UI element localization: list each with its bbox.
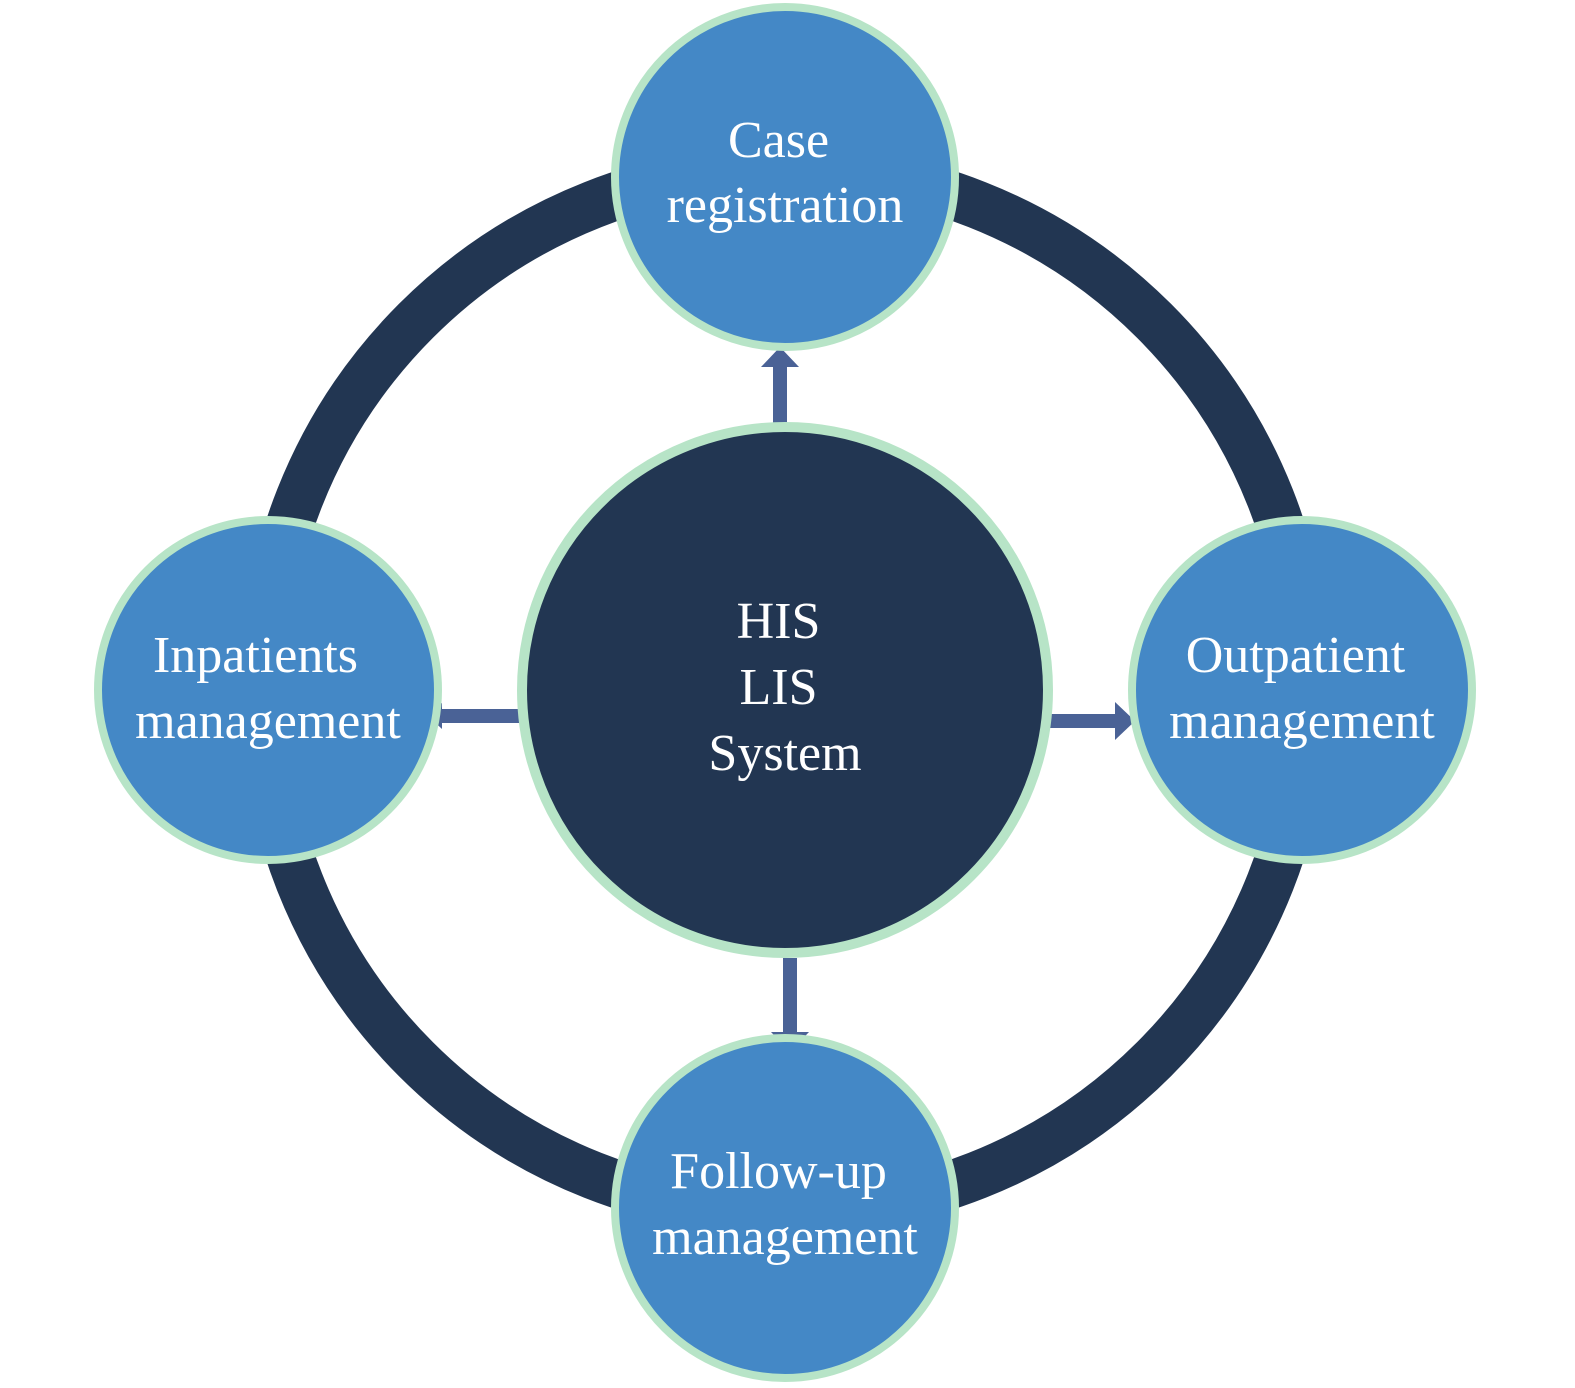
- node-follow-up-management: Follow-up management: [611, 1034, 959, 1382]
- node-label-line: Follow-up: [670, 1143, 887, 1200]
- arrow-to-top: [761, 347, 799, 432]
- center-node: HIS LIS System: [517, 422, 1053, 958]
- node-label: Outpatient management: [1169, 627, 1435, 750]
- node-label-line: management: [135, 693, 401, 750]
- node-label: Follow-up management: [652, 1143, 918, 1266]
- node-label: Inpatients management: [135, 627, 401, 750]
- node-label-line: Inpatients: [153, 627, 358, 684]
- node-inpatients-management: Inpatients management: [94, 516, 442, 864]
- center-label-line: HIS: [737, 593, 821, 650]
- node-label-line: management: [1169, 693, 1435, 750]
- center-label: HIS LIS System: [708, 593, 861, 782]
- node-label-line: management: [652, 1209, 918, 1266]
- node-label: Case registration: [667, 112, 904, 234]
- node-label-line: Outpatient: [1186, 627, 1406, 684]
- arrow-to-right: [1045, 702, 1135, 740]
- center-label-line: LIS: [740, 659, 818, 716]
- node-label-line: Case: [728, 112, 829, 169]
- node-case-registration: Case registration: [611, 3, 959, 351]
- node-outpatient-management: Outpatient management: [1128, 516, 1476, 864]
- arrow-to-left: [428, 703, 520, 729]
- node-label-line: registration: [667, 177, 904, 234]
- center-label-line: System: [708, 725, 861, 782]
